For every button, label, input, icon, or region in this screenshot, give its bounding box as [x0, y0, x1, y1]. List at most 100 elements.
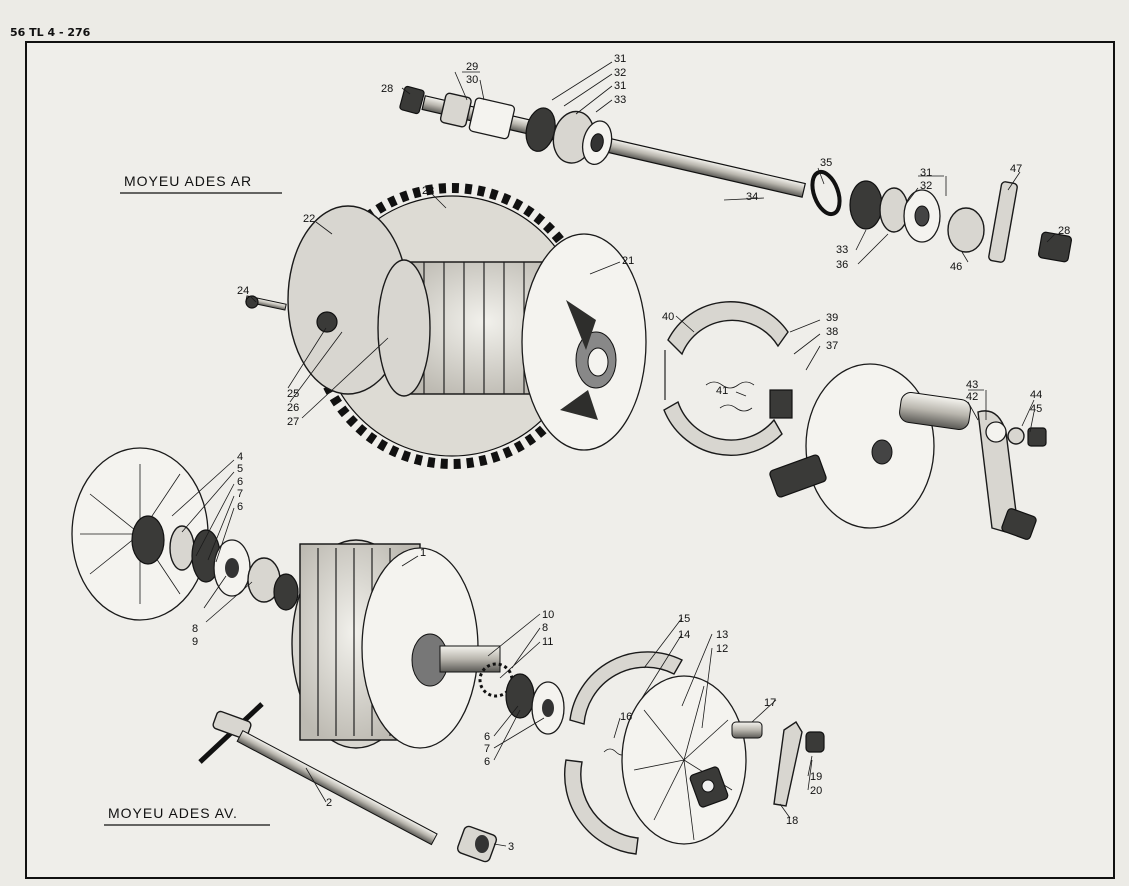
front-lever-18 [773, 721, 803, 807]
rear-axle-shaft [421, 95, 806, 198]
callout-8-a: 8 [192, 623, 198, 635]
callout-31-top: 31 [614, 53, 626, 65]
front-nut-19 [805, 731, 825, 753]
callout-23: 23 [422, 185, 434, 197]
callout-15: 15 [678, 613, 690, 625]
rear-anchor-plate-47 [988, 181, 1018, 263]
callout-5: 5 [237, 463, 243, 475]
callout-18: 18 [786, 815, 798, 827]
callout-28-right: 28 [1058, 225, 1070, 237]
callout-42: 42 [966, 391, 978, 403]
callout-46: 46 [950, 261, 962, 273]
callout-6-c: 6 [484, 731, 490, 743]
callout-30: 30 [466, 74, 478, 86]
callout-13: 13 [716, 629, 728, 641]
rear-spring-41 [705, 381, 755, 389]
callout-24: 24 [237, 285, 249, 297]
callout-28-left: 28 [381, 83, 393, 95]
front-inner-sleeve-10 [439, 645, 501, 673]
callout-22: 22 [303, 213, 315, 225]
callout-47: 47 [1010, 163, 1022, 175]
callout-32-top: 32 [614, 67, 626, 79]
callout-31-right: 31 [920, 167, 932, 179]
callout-39: 39 [826, 312, 838, 324]
callout-4: 4 [237, 451, 243, 463]
front-shoe-15 [569, 651, 683, 725]
rear-washer-44 [1007, 427, 1025, 445]
callout-37: 37 [826, 340, 838, 352]
callout-31-mid: 31 [614, 80, 626, 92]
callout-44: 44 [1030, 389, 1042, 401]
callout-12: 12 [716, 643, 728, 655]
callout-21: 21 [622, 255, 634, 267]
callout-34: 34 [746, 191, 758, 203]
callout-36: 36 [836, 259, 848, 271]
callout-27: 27 [287, 416, 299, 428]
callout-7-a: 7 [237, 488, 243, 500]
rear-star-washer-42 [985, 421, 1007, 443]
plate-frame [25, 41, 1115, 879]
callout-17: 17 [764, 697, 776, 709]
callout-3: 3 [508, 841, 514, 853]
page-reference: 56 TL 4 - 276 [10, 26, 91, 39]
callout-25: 25 [287, 388, 299, 400]
front-hub-title: MOYEU ADES AV. [108, 805, 238, 821]
callout-38: 38 [826, 326, 838, 338]
rear-washer-35 [810, 169, 842, 217]
callout-26: 26 [287, 402, 299, 414]
callout-labels: 28 29 30 31 32 31 33 35 34 31 32 47 28 3… [192, 53, 1070, 853]
rear-brake-shoes [663, 301, 793, 456]
callout-2: 2 [326, 797, 332, 809]
front-shoe-14 [563, 759, 639, 855]
callout-35: 35 [820, 157, 832, 169]
callout-9: 9 [192, 636, 198, 648]
rear-nut-45 [1027, 427, 1047, 447]
front-axle [198, 702, 498, 863]
rear-shoe-top-40 [667, 301, 789, 356]
callout-45: 45 [1030, 403, 1042, 415]
rear-cam-block [769, 389, 793, 419]
callout-6-a: 6 [237, 476, 243, 488]
callout-20: 20 [810, 785, 822, 797]
rear-shoe-bottom [663, 400, 783, 456]
callout-41: 41 [716, 385, 728, 397]
leader-lines [171, 61, 1056, 847]
front-seal-5 [169, 525, 195, 571]
callout-16: 16 [620, 711, 632, 723]
callout-33-top: 33 [614, 94, 626, 106]
callout-1: 1 [420, 547, 426, 559]
rear-hub-title: MOYEU ADES AR [124, 173, 252, 189]
rear-torque-arm [769, 454, 827, 498]
callout-32-right: 32 [920, 180, 932, 192]
callout-6-d: 6 [484, 756, 490, 768]
front-left-bearings [169, 525, 299, 611]
rear-spacer-tube [468, 97, 516, 140]
callout-33-right: 33 [836, 244, 848, 256]
rear-cone-left [439, 92, 472, 128]
callout-11: 11 [542, 636, 553, 648]
rear-brake-backplate [805, 363, 935, 529]
front-hub-shell [291, 539, 514, 749]
callout-43: 43 [966, 379, 978, 391]
front-hub-group: MOYEU ADES AV. [71, 447, 825, 863]
front-dust-cover [71, 447, 209, 621]
callout-14: 14 [678, 629, 690, 641]
axle-nut-right [1038, 231, 1072, 263]
rear-spacer-46 [947, 207, 985, 253]
rear-axle-assembly [399, 85, 1072, 263]
front-axle-2 [236, 730, 438, 846]
front-cam-17 [731, 721, 763, 739]
front-locknut-9 [273, 573, 299, 611]
rear-cone-33 [849, 180, 883, 230]
axle-nut-left [399, 85, 425, 115]
callout-6-b: 6 [237, 501, 243, 513]
callout-19: 19 [810, 771, 822, 783]
rear-brake-plate [769, 363, 1047, 540]
front-cone-6-right [505, 673, 535, 719]
callout-7-b: 7 [484, 743, 490, 755]
callout-10: 10 [542, 609, 554, 621]
rear-bolt-head-25 [316, 311, 338, 333]
front-right-bearings [505, 673, 565, 735]
callout-40: 40 [662, 311, 674, 323]
